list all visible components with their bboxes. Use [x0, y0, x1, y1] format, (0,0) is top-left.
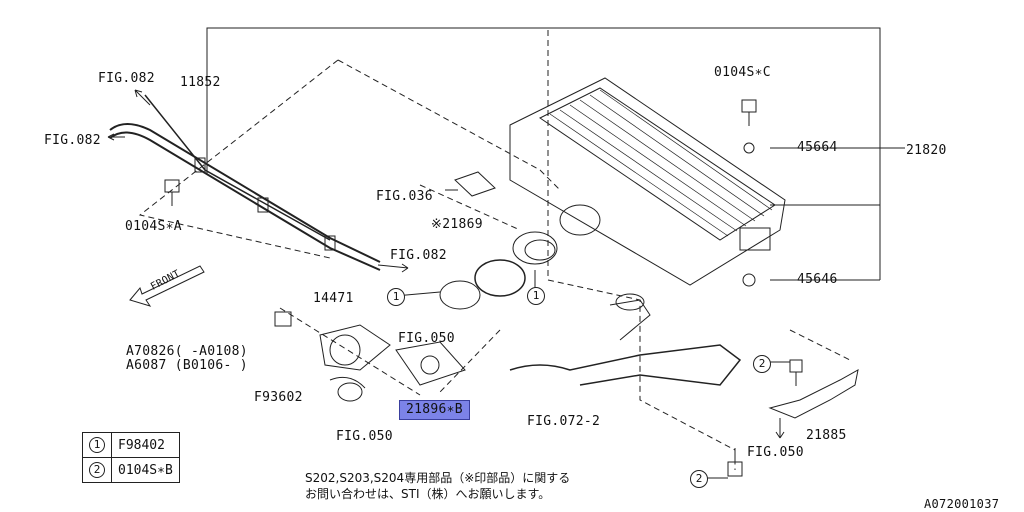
callout-1: 1: [387, 288, 405, 306]
arrow-fig082-c: [377, 263, 409, 273]
label-part-0104sa[interactable]: 0104S∗A: [125, 219, 182, 234]
callout-1: 1: [527, 287, 545, 305]
label-fig072-2[interactable]: FIG.072-2: [527, 414, 601, 429]
label-part-f93602[interactable]: F93602: [254, 390, 303, 405]
front-arrow: [129, 265, 205, 307]
legend-number: 1: [89, 437, 105, 453]
intercooler-fins: [549, 89, 773, 237]
label-part-14471[interactable]: 14471: [313, 291, 354, 306]
label-a70826[interactable]: A70826( -A0108): [126, 344, 248, 359]
label-part-21885[interactable]: 21885: [806, 428, 847, 443]
note-line-2: お問い合わせは、STI（株）へお願いします。: [305, 487, 551, 501]
arrow-fig082-b: [107, 133, 125, 141]
label-fig082-c[interactable]: FIG.082: [390, 248, 447, 263]
pipe-fig072: [509, 344, 742, 386]
leader-frame: [206, 27, 881, 280]
callout-2: 2: [753, 355, 771, 373]
label-part-21896b-highlighted[interactable]: 21896∗B: [399, 400, 470, 420]
legend-table: 1 F98402 2 0104S∗B: [82, 432, 180, 483]
pipe-11852: [109, 123, 381, 263]
gasket-21896b: [395, 341, 466, 386]
callout-2: 2: [690, 470, 708, 488]
label-part-21869[interactable]: ※21869: [431, 217, 483, 232]
legend-row: 1 F98402: [82, 432, 180, 458]
label-part-21820[interactable]: 21820: [906, 143, 947, 158]
label-fig082-b[interactable]: FIG.082: [44, 133, 101, 148]
legend-row: 2 0104S∗B: [82, 457, 180, 483]
dashed-guides: [138, 30, 851, 470]
label-fig050-a[interactable]: FIG.050: [398, 331, 455, 346]
label-part-45646[interactable]: 45646: [797, 272, 838, 287]
assembly-14471: [319, 324, 391, 371]
label-fig050-c[interactable]: FIG.050: [747, 445, 804, 460]
label-fig050-b[interactable]: FIG.050: [336, 429, 393, 444]
legend-number: 2: [89, 462, 105, 478]
arrow-fig082-a: [134, 89, 151, 106]
hose-21869: [474, 259, 526, 297]
legend-part: F98402: [111, 432, 180, 458]
label-part-11852[interactable]: 11852: [180, 75, 221, 90]
sti-note: S202,S203,S204専用部品（※印部品）に関する お問い合わせは、STI…: [305, 470, 570, 502]
legend-part: 0104S∗B: [111, 457, 180, 483]
label-part-45664[interactable]: 45664: [797, 140, 838, 155]
note-line-1: S202,S203,S204専用部品（※印部品）に関する: [305, 471, 571, 485]
label-part-0104sc[interactable]: 0104S∗C: [714, 65, 771, 80]
bracket-21885: [768, 369, 859, 419]
label-a6087[interactable]: A6087 (B0106- ): [126, 358, 248, 373]
label-fig036[interactable]: FIG.036: [376, 189, 433, 204]
label-diagram-id: A072001037: [924, 497, 1000, 511]
intercooler-body: [509, 77, 786, 286]
bracket-fig036: [454, 171, 496, 197]
label-fig082-a[interactable]: FIG.082: [98, 71, 155, 86]
